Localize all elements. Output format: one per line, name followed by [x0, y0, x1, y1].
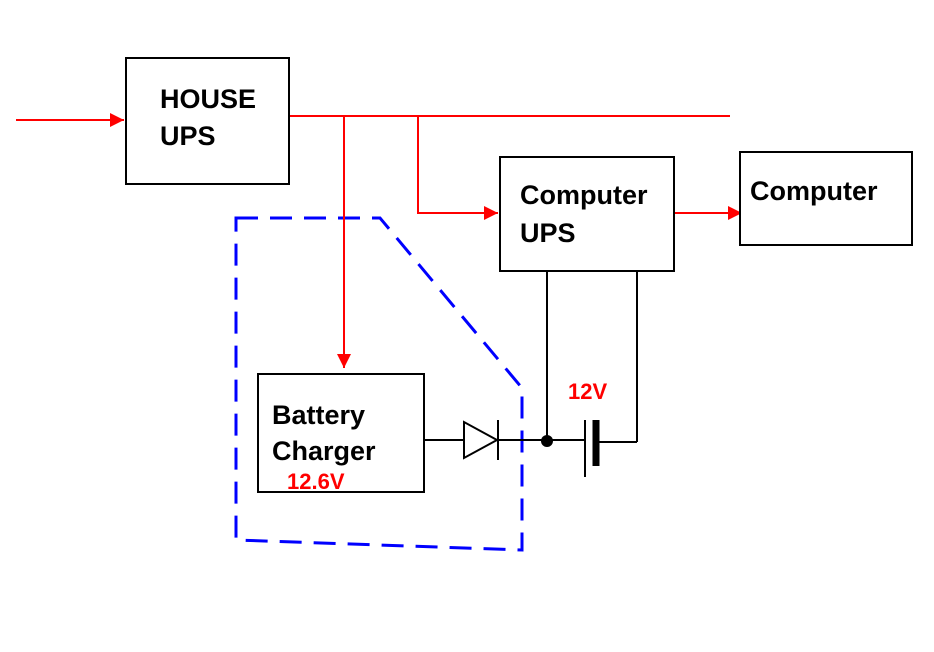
computer-ups-feed-line: [417, 116, 498, 220]
computer-box: [739, 151, 913, 246]
house-ups-box: [125, 57, 290, 185]
battery-charger-box: [257, 373, 425, 493]
computer-ups-box: [499, 156, 675, 272]
junction-node: [541, 435, 553, 447]
battery-voltage-label: 12V: [568, 379, 607, 404]
battery-charger-label-line1: Battery: [272, 400, 365, 430]
house-ups-label-line1: HOUSE: [160, 84, 256, 114]
charger-boundary: [234, 216, 524, 552]
diode-symbol: [463, 420, 500, 460]
battery-charger-label-line2: Charger: [272, 436, 376, 466]
house-ups-label-line2: UPS: [160, 121, 216, 151]
computer-ups-label-line2: UPS: [520, 218, 576, 248]
computer-ups-label-line1: Computer: [520, 180, 648, 210]
charger-voltage-label: 12.6V: [287, 469, 345, 494]
computer-label: Computer: [750, 176, 878, 206]
